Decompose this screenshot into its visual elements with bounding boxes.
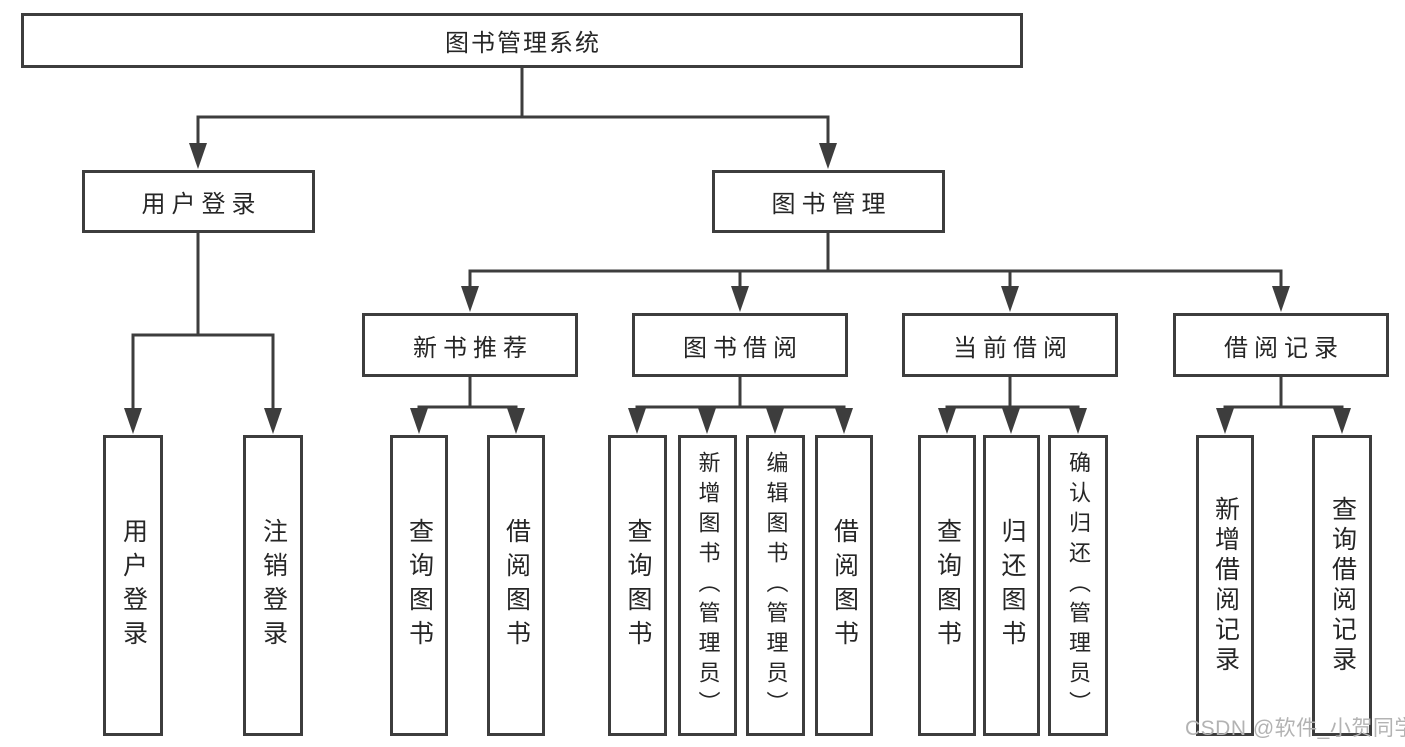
watermark: CSDN @软件_小贺同学 bbox=[1185, 717, 1405, 740]
leaf-borrow-books-recommend: 借阅图书 bbox=[487, 435, 545, 736]
leaf-query-borrow-record-label: 查询借阅记录 bbox=[1328, 495, 1357, 676]
node-current-borrow: 当前借阅 bbox=[902, 313, 1118, 377]
leaf-return-books-label: 归还图书 bbox=[998, 517, 1026, 654]
leaf-logout-label: 注销登录 bbox=[259, 517, 288, 654]
node-new-book-recommend: 新书推荐 bbox=[362, 313, 578, 377]
leaf-user-login: 用户登录 bbox=[103, 435, 163, 736]
node-book-management-label: 图书管理 bbox=[771, 191, 892, 218]
leaf-user-login-label: 用户登录 bbox=[119, 517, 148, 654]
node-book-borrow-label: 图书借阅 bbox=[683, 334, 803, 362]
node-user-login: 用户登录 bbox=[82, 170, 315, 233]
leaf-query-books-borrow-label: 查询图书 bbox=[624, 517, 652, 654]
leaf-query-books-current-label: 查询图书 bbox=[933, 517, 962, 654]
leaf-query-books-borrow: 查询图书 bbox=[608, 435, 667, 736]
leaf-logout: 注销登录 bbox=[243, 435, 303, 736]
leaf-add-borrow-record: 新增借阅记录 bbox=[1196, 435, 1254, 736]
node-current-borrow-label: 当前借阅 bbox=[953, 334, 1073, 362]
leaf-add-book-admin: 新增图书（管理员） bbox=[678, 435, 737, 736]
leaf-query-borrow-record: 查询借阅记录 bbox=[1312, 435, 1372, 736]
leaf-add-book-admin-label: 新增图书（管理员） bbox=[695, 450, 721, 721]
leaf-query-books-recommend-label: 查询图书 bbox=[405, 517, 434, 654]
leaf-borrow-books-borrow-label: 借阅图书 bbox=[830, 517, 859, 654]
leaf-confirm-return-admin-label: 确认归还（管理员） bbox=[1066, 450, 1091, 721]
leaf-add-borrow-record-label: 新增借阅记录 bbox=[1211, 495, 1240, 676]
node-book-borrow: 图书借阅 bbox=[632, 313, 848, 377]
leaf-query-books-recommend: 查询图书 bbox=[390, 435, 448, 736]
leaf-borrow-books-recommend-label: 借阅图书 bbox=[502, 517, 531, 654]
node-user-login-label: 用户登录 bbox=[141, 191, 262, 218]
leaf-return-books: 归还图书 bbox=[983, 435, 1040, 736]
node-root-label: 图书管理系统 bbox=[445, 30, 601, 57]
leaf-borrow-books-borrow: 借阅图书 bbox=[815, 435, 873, 736]
node-new-book-recommend-label: 新书推荐 bbox=[413, 334, 533, 362]
leaf-query-books-current: 查询图书 bbox=[918, 435, 976, 736]
node-borrow-records-label: 借阅记录 bbox=[1224, 334, 1344, 362]
leaf-confirm-return-admin: 确认归还（管理员） bbox=[1048, 435, 1108, 736]
leaf-edit-book-admin: 编辑图书（管理员） bbox=[746, 435, 805, 736]
node-borrow-records: 借阅记录 bbox=[1173, 313, 1389, 377]
node-book-management: 图书管理 bbox=[712, 170, 945, 233]
node-root: 图书管理系统 bbox=[21, 13, 1023, 68]
leaf-edit-book-admin-label: 编辑图书（管理员） bbox=[763, 450, 789, 721]
